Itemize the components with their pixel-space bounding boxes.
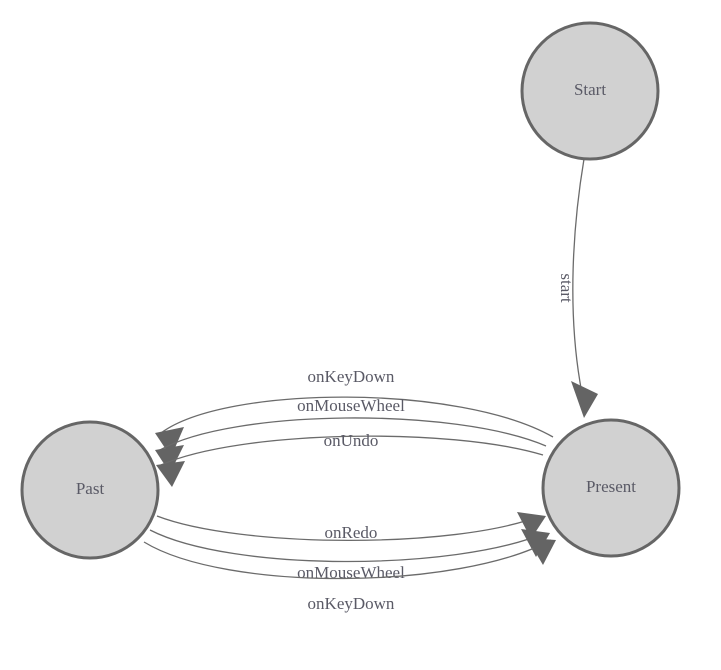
edge-keydown-redo-label: onKeyDown bbox=[308, 594, 395, 613]
edge-redo-path bbox=[156, 515, 541, 542]
node-past-circle bbox=[20, 420, 160, 560]
edge-undo-path bbox=[160, 435, 544, 466]
node-start-circle bbox=[520, 21, 660, 161]
edge-mousewheel-undo-path bbox=[159, 417, 547, 451]
edge-keydown-undo-path bbox=[160, 396, 554, 438]
edge-mousewheel-undo-arrowhead bbox=[155, 445, 184, 473]
edge-mousewheel-undo-label: onMouseWheel bbox=[297, 396, 405, 415]
edge-keydown-redo-arrowhead bbox=[527, 538, 556, 565]
edge-redo[interactable]: onRedo bbox=[156, 512, 546, 542]
edge-start-arrowhead bbox=[571, 381, 598, 418]
edge-mousewheel-redo-label: onMouseWheel bbox=[297, 563, 405, 582]
edge-undo[interactable]: onUndo bbox=[156, 431, 544, 487]
edge-mousewheel-redo-path bbox=[149, 529, 546, 563]
node-past-label: Past bbox=[76, 479, 105, 498]
node-past[interactable]: Past bbox=[20, 420, 160, 560]
edge-redo-label: onRedo bbox=[325, 523, 378, 542]
edge-keydown-redo[interactable]: onKeyDown bbox=[143, 538, 556, 613]
node-present-label: Present bbox=[586, 477, 636, 496]
edge-mousewheel-undo[interactable]: onMouseWheel bbox=[155, 396, 547, 473]
node-present-circle bbox=[541, 418, 681, 558]
edge-undo-arrowhead bbox=[156, 461, 185, 487]
edge-keydown-undo-label: onKeyDown bbox=[308, 367, 395, 386]
edge-undo-label: onUndo bbox=[324, 431, 379, 450]
edge-keydown-undo[interactable]: onKeyDown bbox=[155, 367, 554, 457]
node-start-label: Start bbox=[574, 80, 606, 99]
edge-start[interactable]: start bbox=[557, 158, 598, 418]
node-start[interactable]: Start bbox=[520, 21, 660, 161]
edge-redo-arrowhead bbox=[517, 512, 546, 539]
edge-start-label: start bbox=[557, 273, 576, 303]
node-present[interactable]: Present bbox=[541, 418, 681, 558]
edge-start-path bbox=[572, 158, 585, 389]
edge-keydown-undo-arrowhead bbox=[155, 427, 184, 457]
edge-keydown-redo-path bbox=[143, 539, 552, 580]
